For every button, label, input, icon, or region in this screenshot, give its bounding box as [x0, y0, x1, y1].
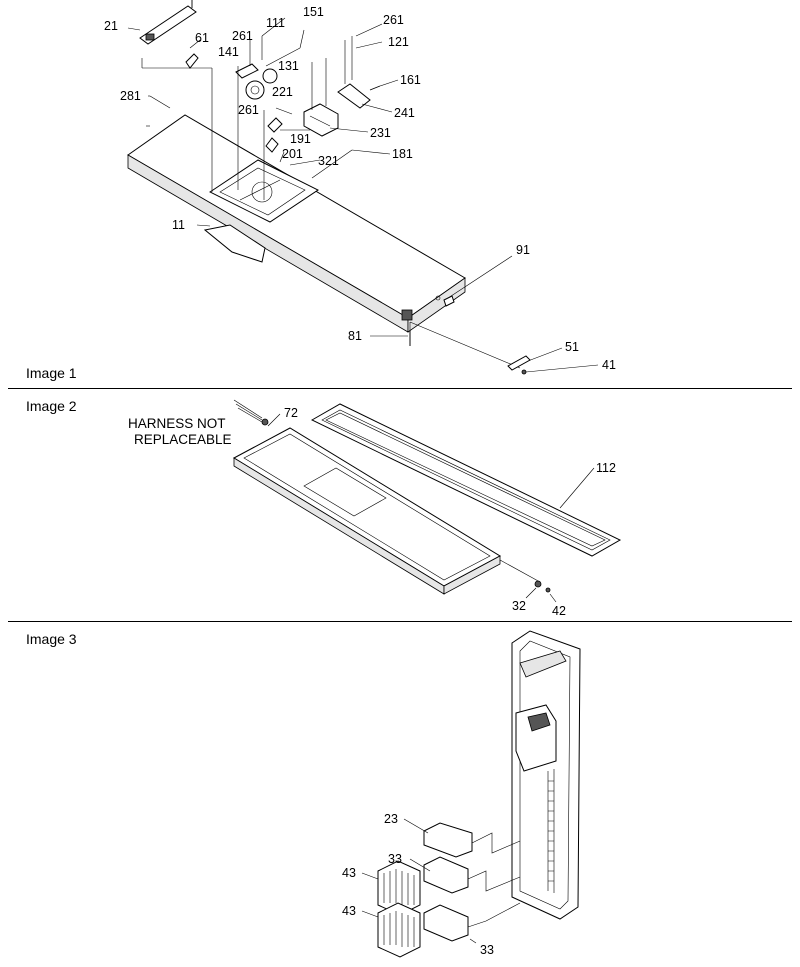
callout-221: 221	[272, 85, 293, 99]
callout-81: 81	[348, 329, 362, 343]
basket-upper	[377, 860, 421, 916]
frame-assembly	[232, 399, 502, 595]
callout-121: 121	[388, 35, 409, 49]
callout-131: 131	[278, 59, 299, 73]
freezer-door	[511, 630, 581, 920]
callout-231: 231	[370, 126, 391, 140]
callout-261-b: 261	[383, 13, 404, 27]
panel-2: Image 2 HA	[0, 388, 800, 621]
panel-2-drawing: HARNESS NOT REPLACEABLE 72 112 32 42	[128, 399, 622, 618]
screws-32-42	[499, 559, 551, 593]
callout-261-c: 261	[238, 103, 259, 117]
callout-151: 151	[303, 5, 324, 19]
gasket-112	[310, 403, 622, 557]
divider-2	[8, 621, 792, 622]
basket-lower	[377, 902, 421, 958]
callout-261-a: 261	[232, 29, 253, 43]
callout-161: 161	[400, 73, 421, 87]
light-housing-21	[139, 0, 199, 69]
divider-1	[8, 388, 792, 389]
panel-3-title: Image 3	[26, 631, 77, 647]
callout-281: 281	[120, 89, 141, 103]
callout-321: 321	[318, 154, 339, 168]
callout-32: 32	[512, 599, 526, 613]
callout-111: 111	[266, 16, 285, 30]
harness-note-line2: REPLACEABLE	[134, 432, 232, 447]
callout-191: 191	[290, 132, 311, 146]
panel-3-drawing: 23 33 43 43 33	[342, 630, 581, 958]
panel-2-title: Image 2	[26, 398, 77, 414]
callout-51: 51	[565, 340, 579, 354]
callout-43-lower: 43	[342, 904, 356, 918]
hardware-91-51-41	[409, 295, 531, 375]
callout-61: 61	[195, 31, 209, 45]
callout-41: 41	[602, 358, 616, 372]
door-bins	[377, 822, 473, 958]
callout-11: 11	[172, 218, 185, 232]
panel-3: Image 3	[0, 621, 800, 967]
panel-1-drawing: 21 61 261 111 151 261 121 141 131 221 16…	[104, 0, 616, 375]
callout-21: 21	[104, 19, 118, 33]
callout-91: 91	[516, 243, 530, 257]
callout-181: 181	[392, 147, 413, 161]
callout-43-upper: 43	[342, 866, 356, 880]
harness-note-line1: HARNESS NOT	[128, 416, 226, 431]
callout-33-upper: 33	[388, 852, 402, 866]
panel-1: 21 61 261 111 151 261 121 141 131 221 16…	[0, 0, 800, 388]
callout-112: 112	[596, 461, 616, 475]
callout-72: 72	[284, 406, 298, 420]
callout-201: 201	[282, 147, 303, 161]
callout-141: 141	[218, 45, 239, 59]
control-parts	[235, 63, 381, 153]
callout-33-lower: 33	[480, 943, 494, 957]
callout-241: 241	[394, 106, 415, 120]
callout-42: 42	[552, 604, 566, 618]
callout-23: 23	[384, 812, 398, 826]
panel-1-title: Image 1	[26, 365, 77, 381]
